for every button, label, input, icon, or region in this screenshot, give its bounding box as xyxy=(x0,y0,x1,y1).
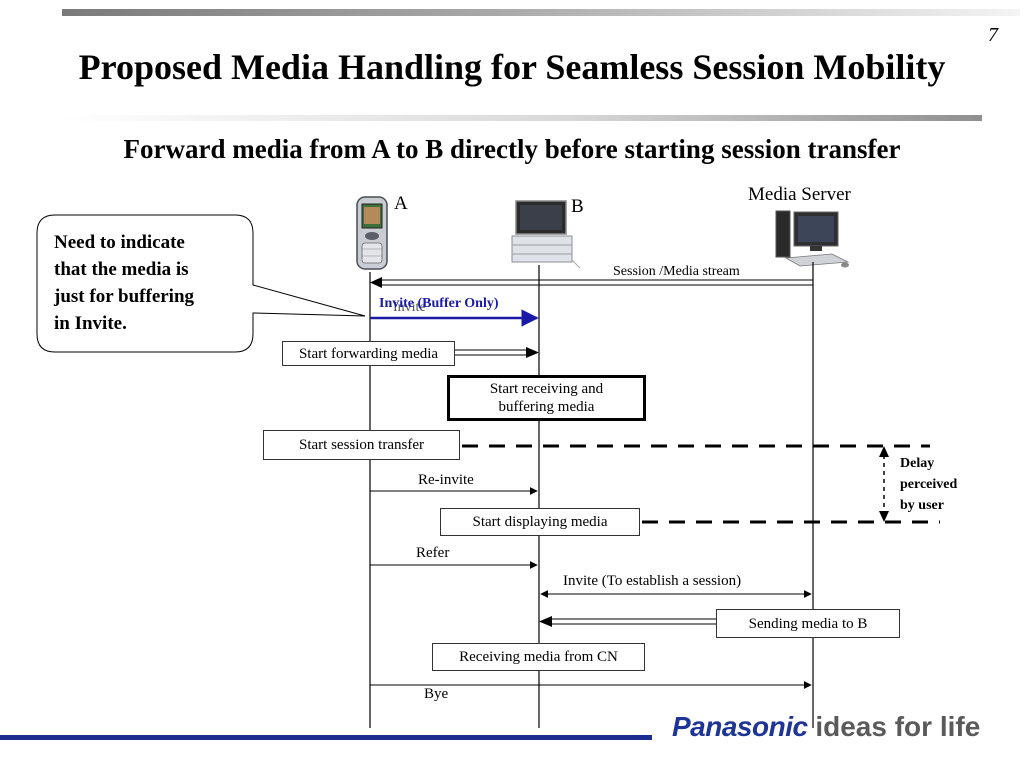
callout-bubble xyxy=(36,214,366,353)
session-stream-arrowhead xyxy=(370,277,382,288)
media-server-icon xyxy=(775,210,850,268)
mobile-phone-icon xyxy=(356,196,388,270)
invite-underlay-label: Invite xyxy=(393,300,426,315)
delay-line: Delay xyxy=(900,456,935,471)
delay-arrow-down xyxy=(879,511,889,522)
forward-arrowhead xyxy=(526,347,539,358)
title-underline-rule xyxy=(62,115,982,121)
callout-line: just for buffering xyxy=(54,286,195,307)
slide-subtitle: Forward media from A to B directly befor… xyxy=(123,134,901,164)
receiving-from-cn-box: Receiving media from CN xyxy=(432,643,645,671)
panasonic-logo: Panasonic ideas for life xyxy=(672,711,980,743)
reinvite-label: Re-invite xyxy=(418,472,474,488)
sending-arrowhead xyxy=(539,616,552,627)
logo-brand: Panasonic xyxy=(672,711,808,742)
delay-arrow-up xyxy=(879,446,889,457)
start-displaying-box: Start displaying media xyxy=(440,508,640,536)
start-receiving-box: Start receiving and buffering media xyxy=(447,375,646,421)
bye-label: Bye xyxy=(424,686,449,702)
session-stream-label: Session /Media stream xyxy=(613,264,740,279)
invite-buffer-label: Invite (Buffer Only) xyxy=(379,296,499,311)
top-rule xyxy=(62,9,1020,16)
lifeline-a-label: A xyxy=(394,193,408,214)
delay-line: perceived xyxy=(900,477,958,492)
start-transfer-box: Start session transfer xyxy=(263,430,460,460)
invite-establish-label: Invite (To establish a session) xyxy=(563,573,742,589)
page-number: 7 xyxy=(988,24,998,46)
callout-line: in Invite. xyxy=(54,313,127,334)
footer-rule xyxy=(0,735,652,740)
callout-line: Need to indicate xyxy=(54,232,185,253)
lifeline-server-label: Media Server xyxy=(748,184,851,205)
start-receiving-line: buffering media xyxy=(498,399,595,415)
callout-line: that the media is xyxy=(54,259,189,280)
delay-text: Delay perceived by user xyxy=(900,453,957,516)
slide-title: Proposed Media Handling for Seamless Ses… xyxy=(78,47,946,87)
logo-tagline: ideas for life xyxy=(815,711,981,742)
television-icon xyxy=(511,200,581,269)
lifeline-b-label: B xyxy=(571,196,584,217)
delay-line: by user xyxy=(900,498,944,513)
start-receiving-line: Start receiving and xyxy=(489,381,604,397)
sending-to-b-box: Sending media to B xyxy=(716,609,900,638)
refer-label: Refer xyxy=(416,545,450,561)
start-forwarding-box: Start forwarding media xyxy=(282,341,455,366)
callout-text: Need to indicate that the media is just … xyxy=(54,229,194,337)
